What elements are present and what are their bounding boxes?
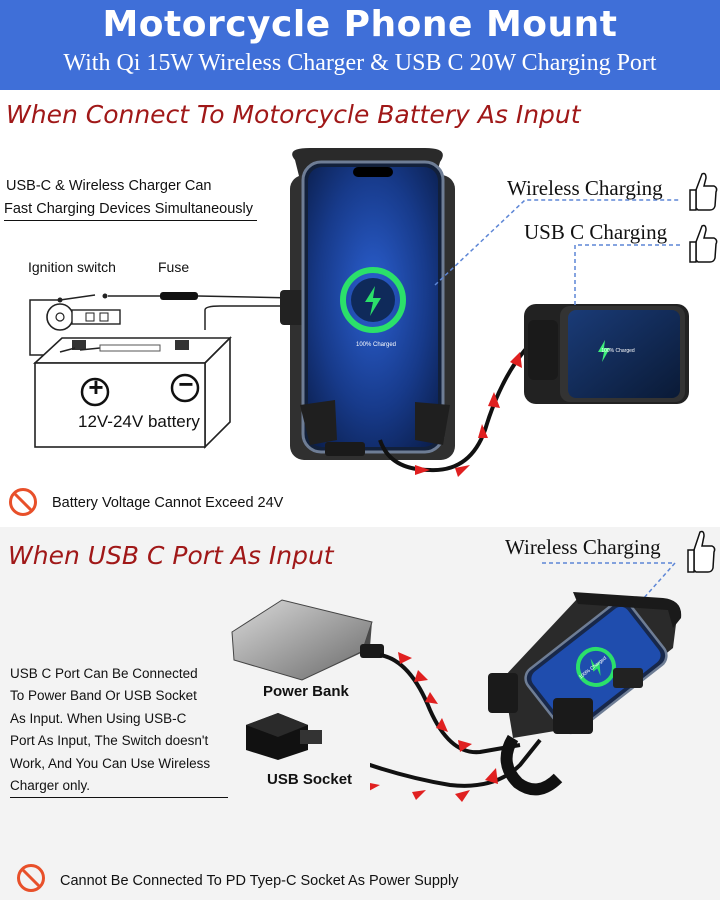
phone-usbc-charging (524, 304, 689, 404)
red-arrows-1 (415, 352, 522, 477)
lightning-icon (365, 286, 381, 316)
wireless-charging-label-2: Wireless Charging (505, 535, 661, 559)
battery-label: 12V-24V battery (78, 412, 200, 431)
desc-line: As Input. When Using USB-C (10, 710, 187, 726)
warning-1: Battery Voltage Cannot Exceed 24V (52, 495, 284, 511)
desc-line: USB C Port Can Be Connected (10, 666, 198, 681)
power-bank-image (231, 599, 384, 681)
phone1-status: 100% Charged (355, 342, 397, 348)
section1-note-line2: Fast Charging Devices Simultaneously (4, 199, 258, 221)
usb-socket-label: USB Socket (267, 771, 353, 788)
thumbs-up-icon (687, 530, 716, 573)
ignition-label: Ignition switch (28, 259, 116, 275)
section2-description: USB C Port Can Be Connected To Power Ban… (10, 663, 245, 797)
power-bank-label: Power Bank (263, 683, 349, 700)
desc-line: To Power Band Or USB Socket (10, 688, 197, 704)
phone-mount-1 (280, 148, 455, 460)
no-symbol-icon (17, 864, 45, 892)
battery-minus: − (178, 369, 194, 399)
usbc-charging-label: USB C Charging (524, 220, 668, 244)
battery-wiring-diagram (29, 292, 296, 449)
desc-line: Charger only. (10, 778, 91, 794)
page-title: Motorcycle Phone Mount (102, 4, 618, 45)
section2-title: When USB C Port As Input (8, 541, 334, 570)
key-icon (46, 303, 121, 331)
wireless-charging-label-1: Wireless Charging (507, 176, 663, 200)
phone-mount-2 (488, 592, 682, 796)
section1-note-line1: USB-C & Wireless Charger Can (6, 178, 212, 194)
usb-cable-1 (378, 338, 542, 477)
thumbs-up-icon (689, 224, 718, 263)
usb-socket-image (246, 713, 322, 760)
desc-line: Port As Input, The Switch doesn't (10, 733, 209, 749)
section1-title: When Connect To Motorcycle Battery As In… (6, 100, 581, 129)
desc-line: Work, And You Can Use Wireless (10, 755, 211, 771)
red-arrows-2 (370, 652, 498, 802)
header-banner (0, 0, 720, 90)
desc-underline (10, 797, 228, 798)
callout-line-2 (542, 562, 677, 609)
fuse-label: Fuse (158, 259, 190, 275)
phone2-status: 100% Charged (601, 348, 635, 354)
battery-plus: + (88, 372, 104, 402)
thumbs-up-icon (689, 172, 718, 211)
page-subtitle: With Qi 15W Wireless Charger & USB C 20W… (63, 50, 657, 76)
no-symbol-icon (9, 488, 37, 516)
warning-2: Cannot Be Connected To PD Tyep-C Socket … (60, 873, 459, 889)
callout-lines-1 (434, 199, 680, 305)
battery-icon (32, 336, 232, 449)
